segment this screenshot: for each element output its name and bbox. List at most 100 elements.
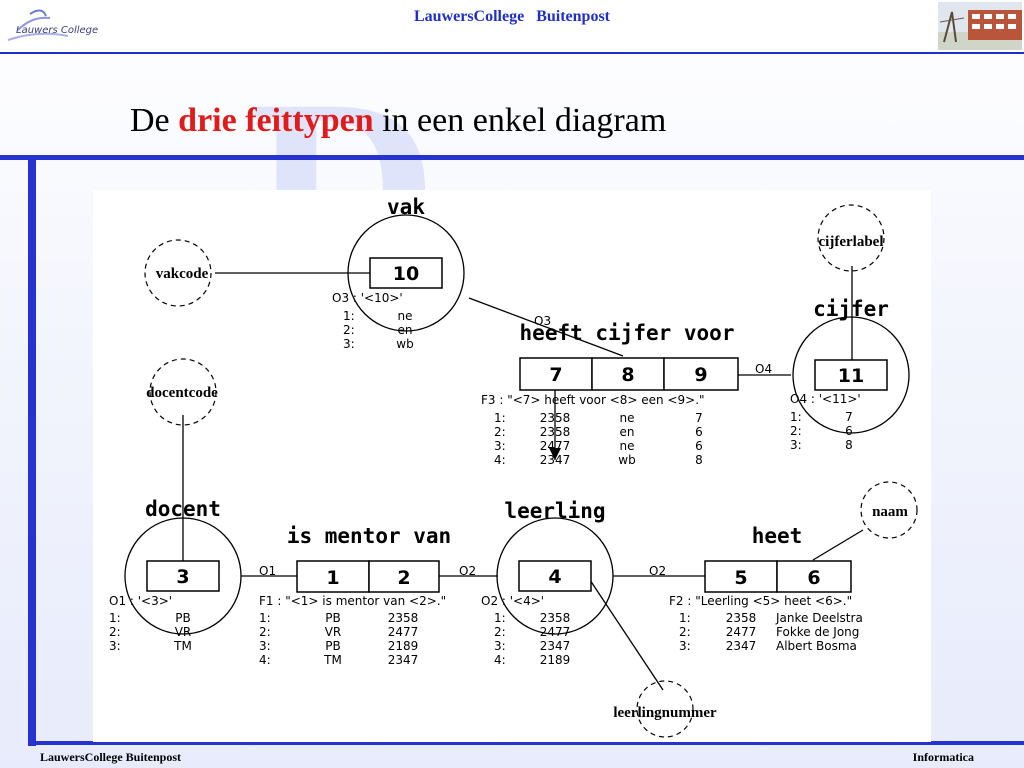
population-f2-cell: 1: — [679, 611, 691, 625]
header-title: LauwersCollege Buitenpost — [414, 8, 610, 25]
role-number-f1-b: 2 — [397, 567, 410, 589]
connector-o1: O1 — [259, 564, 276, 578]
population-f1-cell: 1: — [259, 611, 271, 625]
fact-type-diagram: 10 11 3 4 7 8 9 1 2 5 6 vak cijfer docen… — [93, 190, 931, 742]
population-f1-cell: 2189 — [388, 639, 419, 653]
population-leerling-cell: 1: — [494, 611, 506, 625]
expression-o3: O3 : '<10>' — [332, 291, 403, 305]
role-box-docent — [146, 560, 220, 592]
population-f3-cell: 7 — [695, 411, 703, 425]
header-bar — [0, 0, 1024, 54]
expression-f1: F1 : "<1> is mentor van <2>." — [259, 594, 446, 608]
population-f3-cell: wb — [618, 453, 635, 467]
population-f1-cell: PB — [325, 611, 340, 625]
fact-name-f3: heeft cijfer voor — [520, 321, 735, 345]
role-number-vak: 10 — [393, 263, 419, 285]
label-circle-cijferlabel — [817, 204, 885, 272]
label-circle-leerlingnummer — [636, 680, 694, 738]
role-number-f3-c: 9 — [694, 364, 707, 386]
population-f2-cell: Janke Deelstra — [775, 611, 863, 625]
population-f3-cell: 2: — [494, 425, 506, 439]
population-f1-cell: PB — [325, 639, 340, 653]
population-f1-cell: 2477 — [388, 625, 419, 639]
population-f3-cell: 2477 — [540, 439, 571, 453]
expression-o1: O1 : '<3>' — [109, 594, 172, 608]
population-cijfer: 1:72:63:8 — [790, 410, 853, 452]
population-f2-cell: 3: — [679, 639, 691, 653]
label-circle-vakcode — [144, 239, 212, 307]
population-f3-cell: ne — [620, 411, 635, 425]
population-docent: 1:PB2:VR3:TM — [109, 611, 192, 653]
title-prefix: De — [130, 102, 179, 139]
footer-subject: Informatica — [912, 750, 974, 764]
label-name-leerlingnummer: leerlingnummer — [613, 705, 717, 721]
role-number-f1-a: 1 — [326, 567, 339, 589]
population-docent-cell: PB — [175, 611, 190, 625]
entity-name-cijfer: cijfer — [813, 297, 889, 321]
label-name-vakcode: vakcode — [156, 266, 209, 282]
population-f2-cell: 2: — [679, 625, 691, 639]
entity-name-vak: vak — [387, 195, 425, 219]
population-f2-cell: 2347 — [726, 639, 757, 653]
population-cijfer-cell: 1: — [790, 410, 802, 424]
role-box-vak — [369, 257, 443, 289]
slide-title: De drie feittypen in een enkel diagram — [130, 102, 666, 140]
population-cijfer-cell: 7 — [845, 410, 853, 424]
arrow-head-icon — [549, 448, 561, 460]
label-name-naam: naam — [872, 504, 908, 520]
population-vak: 1:ne2:en3:wb — [343, 309, 414, 351]
population-f1-cell: VR — [325, 625, 342, 639]
population-leerling-cell: 2: — [494, 625, 506, 639]
entity-circle-vak — [347, 214, 465, 332]
population-leerling-cell: 2347 — [540, 639, 571, 653]
population-leerling-cell: 2189 — [540, 653, 571, 667]
school-building-photo — [938, 2, 1022, 50]
label-circle-docentcode — [149, 358, 217, 426]
population-f2-cell: 2477 — [726, 625, 757, 639]
role-box-f3-c — [663, 357, 739, 391]
title-divider — [0, 155, 1024, 160]
population-f3-cell: 3: — [494, 439, 506, 453]
role-box-f1-a — [296, 560, 370, 593]
role-box-f2-b — [776, 560, 852, 593]
population-vak-cell: 1: — [343, 309, 355, 323]
label-circle-naam — [860, 481, 918, 539]
population-docent-cell: 1: — [109, 611, 121, 625]
population-f3-cell: 2347 — [540, 453, 571, 467]
role-box-f1-b — [368, 560, 440, 593]
line-vak-f3 — [468, 297, 624, 357]
entity-name-docent: docent — [145, 497, 221, 521]
population-f3-cell: 2358 — [540, 411, 571, 425]
role-number-f2-b: 6 — [807, 567, 820, 589]
population-f3-cell: 2358 — [540, 425, 571, 439]
population-vak-cell: 2: — [343, 323, 355, 337]
left-rule — [28, 158, 36, 746]
population-vak-cell: 3: — [343, 337, 355, 351]
population-f1-cell: TM — [323, 653, 342, 667]
population-f3-cell: ne — [620, 439, 635, 453]
population-docent-cell: 2: — [109, 625, 121, 639]
connector-o2-left: O2 — [459, 564, 476, 578]
entity-circle-cijfer — [792, 316, 910, 434]
population-leerling-cell: 2477 — [540, 625, 571, 639]
population-vak-cell: en — [398, 323, 413, 337]
logo-text: Lauwers College — [16, 25, 98, 36]
population-docent-cell: TM — [173, 639, 192, 653]
fact-name-f1: is mentor van — [287, 524, 451, 548]
title-suffix: in een enkel diagram — [373, 102, 667, 139]
population-leerling-cell: 2358 — [540, 611, 571, 625]
role-number-f3-b: 8 — [621, 364, 634, 386]
population-f1-cell: 2347 — [388, 653, 419, 667]
population-f3-cell: 6 — [695, 425, 703, 439]
role-box-leerling — [518, 560, 592, 592]
fact-name-f2: heet — [752, 524, 803, 548]
population-f3-cell: 1: — [494, 411, 506, 425]
role-number-f2-a: 5 — [734, 567, 747, 589]
population-f2-cell: 2358 — [726, 611, 757, 625]
population-cijfer-cell: 6 — [845, 424, 853, 438]
